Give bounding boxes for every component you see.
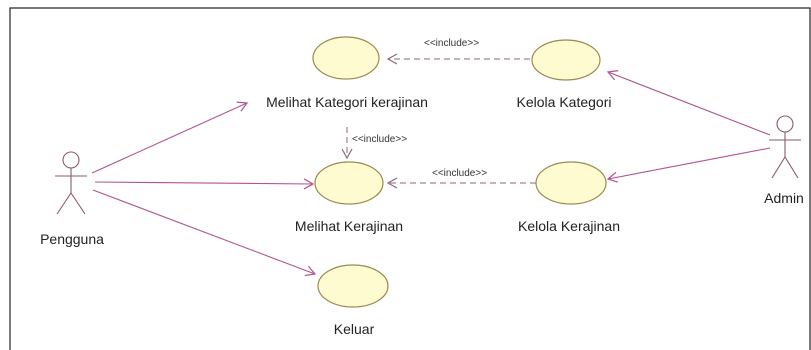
association-admin-kelola-kerajinan bbox=[606, 147, 771, 183]
use-case-label-kelola-kategori: Kelola Kategori bbox=[517, 94, 612, 110]
actor-pengguna-icon bbox=[55, 151, 87, 215]
use-case-melihat-kategori bbox=[312, 36, 380, 80]
use-case-melihat-kerajinan bbox=[314, 161, 384, 205]
actor-admin-icon bbox=[769, 115, 801, 179]
actor-label-admin: Admin bbox=[764, 190, 804, 206]
use-case-label-melihat-kerajinan: Melihat Kerajinan bbox=[295, 218, 403, 234]
include-label-kategori: <<include>> bbox=[424, 38, 479, 49]
include-label-melihat: <<include>> bbox=[352, 134, 407, 145]
use-case-label-melihat-kategori: Melihat Kategori kerajinan bbox=[266, 94, 428, 110]
use-case-kelola-kerajinan bbox=[535, 161, 607, 205]
use-case-label-keluar: Keluar bbox=[334, 321, 375, 337]
use-case-label-kelola-kerajinan: Kelola Kerajinan bbox=[518, 218, 620, 234]
association-pengguna-melihat-kategori bbox=[91, 101, 249, 174]
use-case-kelola-kategori bbox=[531, 39, 601, 81]
association-pengguna-keluar bbox=[92, 189, 317, 277]
actor-label-pengguna: Pengguna bbox=[40, 231, 104, 247]
include-label-kerajinan: <<include>> bbox=[432, 168, 487, 179]
use-case-keluar bbox=[317, 264, 389, 308]
association-admin-kelola-kategori bbox=[606, 70, 771, 136]
diagram-frame bbox=[9, 7, 811, 350]
association-pengguna-melihat-kerajinan bbox=[94, 178, 315, 190]
